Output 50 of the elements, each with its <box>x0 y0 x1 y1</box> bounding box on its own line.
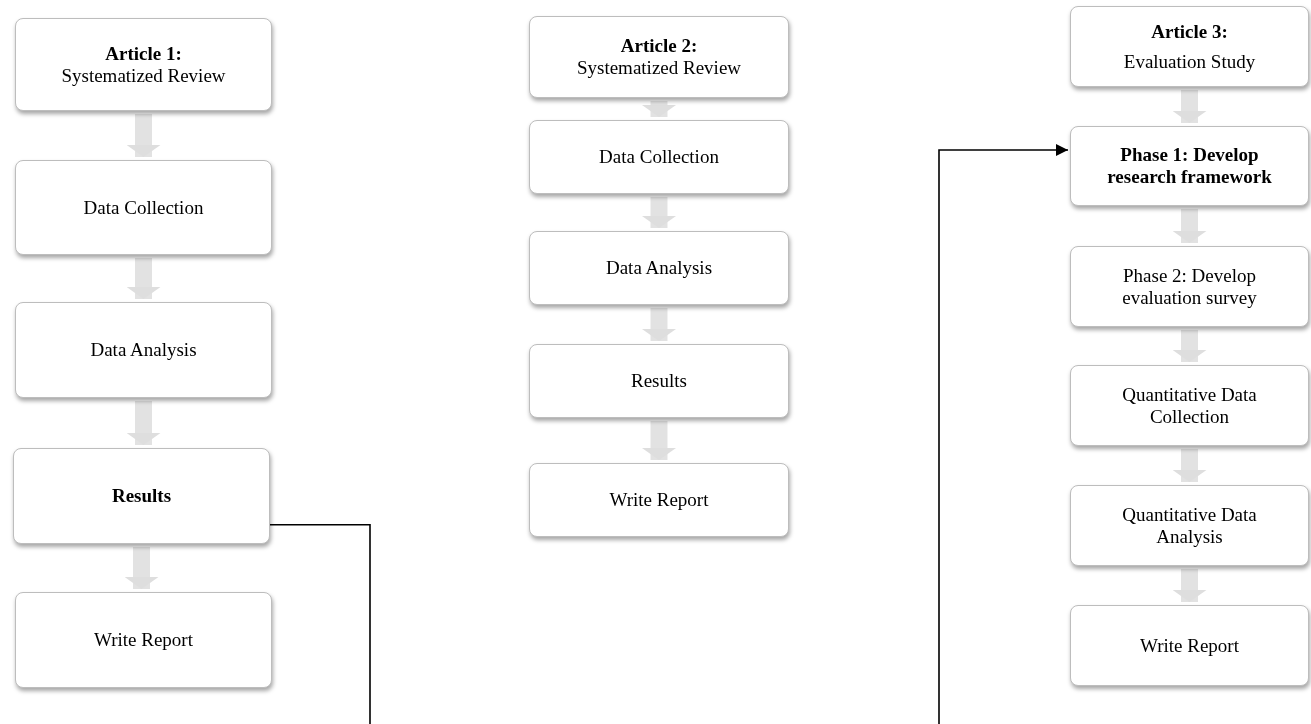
box-label: Data Analysis <box>90 339 197 361</box>
box-heading: Article 2: <box>620 35 698 57</box>
process-box <box>529 120 789 194</box>
process-box <box>15 592 272 688</box>
block-arrow <box>1172 330 1207 362</box>
box-label: Phase 1: Develop research framework <box>1106 144 1273 188</box>
process-box <box>1070 246 1309 327</box>
process-box <box>1070 365 1309 446</box>
process-box <box>1070 485 1309 566</box>
box-heading: Article 3: <box>1151 20 1228 43</box>
process-box <box>1070 6 1309 87</box>
block-arrow <box>1172 569 1207 602</box>
block-arrow <box>1172 449 1207 482</box>
box-label: Phase 2: Develop evaluation survey <box>1121 264 1258 309</box>
block-arrow <box>642 197 676 228</box>
process-box <box>1070 126 1309 206</box>
process-box <box>15 18 272 111</box>
block-arrow <box>1172 90 1207 123</box>
block-arrow <box>1172 209 1207 243</box>
box-label: Results <box>111 485 172 507</box>
block-arrow <box>642 421 676 460</box>
process-box <box>1070 605 1309 686</box>
block-arrow <box>642 308 676 341</box>
box-label: Systematized Review <box>576 57 742 79</box>
process-box <box>529 16 789 98</box>
connector-line <box>938 144 1069 724</box>
box-label: Data Collection <box>599 146 719 168</box>
process-box <box>529 231 789 305</box>
block-arrow <box>126 401 161 445</box>
process-box <box>529 463 789 537</box>
box-label: Evaluation Study <box>1123 50 1256 73</box>
box-label: Quantitative Data Collection <box>1121 383 1258 428</box>
process-box <box>15 302 272 398</box>
box-label: Write Report <box>1140 634 1239 657</box>
box-label: Data Analysis <box>605 257 713 279</box>
block-arrow <box>124 547 159 589</box>
block-arrow <box>642 101 676 117</box>
process-box <box>13 448 270 544</box>
block-arrow <box>126 114 161 157</box>
box-label: Quantitative Data Analysis <box>1121 503 1258 548</box>
block-arrow <box>126 258 161 299</box>
box-heading: Article 1: <box>105 42 182 65</box>
box-label: Results <box>631 370 687 392</box>
connector-line <box>269 524 371 724</box>
box-label: Data Collection <box>83 196 204 219</box>
box-label: Write Report <box>94 629 193 651</box>
process-box <box>529 344 789 418</box>
box-label: Systematized Review <box>61 64 226 87</box>
box-label: Write Report <box>609 489 709 511</box>
process-box <box>15 160 272 255</box>
